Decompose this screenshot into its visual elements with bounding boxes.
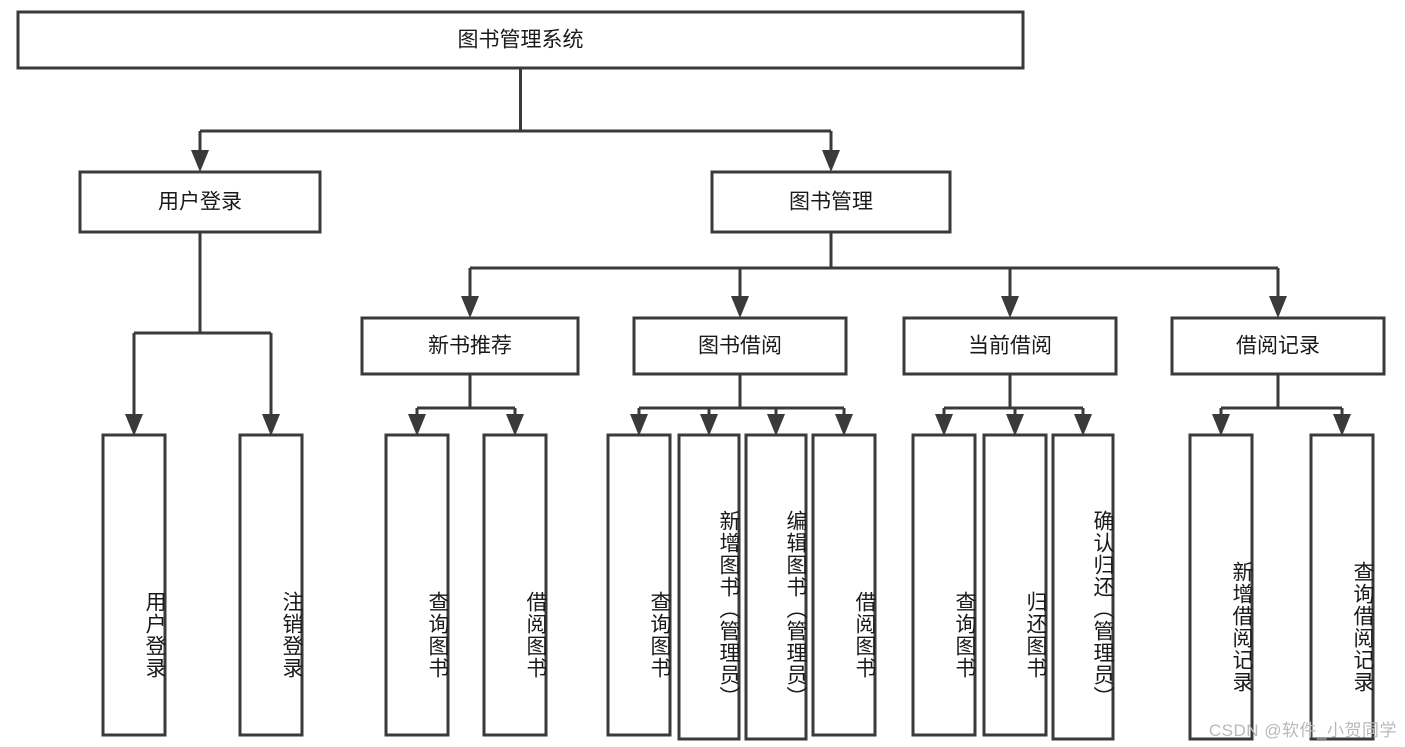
arrow-head-icon — [408, 414, 426, 436]
node-box-book-borrow[interactable] — [632, 316, 848, 376]
node-box-leaf-add-record[interactable] — [1188, 433, 1254, 741]
arrow-head-icon — [835, 414, 853, 436]
arrow-head-icon — [1074, 414, 1092, 436]
node-box-leaf-return-book[interactable] — [982, 433, 1048, 737]
node-label-current-borrow: 当前借阅 — [968, 335, 1052, 358]
node-box-leaf-query-book-2[interactable] — [606, 433, 672, 737]
arrow-head-icon — [700, 414, 718, 436]
arrow-head-icon — [1212, 414, 1230, 436]
arrow-head-icon — [935, 414, 953, 436]
node-box-book-manage[interactable] — [710, 170, 952, 234]
node-box-leaf-query-book-1[interactable] — [384, 433, 450, 737]
arrow-head-icon — [767, 414, 785, 436]
arrow-head-icon — [1269, 296, 1287, 318]
node-box-leaf-edit-book[interactable] — [744, 433, 808, 741]
node-box-current-borrow[interactable] — [902, 316, 1118, 376]
node-box-leaf-logout[interactable] — [238, 433, 304, 737]
node-label-borrow-record: 借阅记录 — [1236, 335, 1320, 358]
arrow-head-icon — [1001, 296, 1019, 318]
node-box-leaf-confirm-return[interactable] — [1051, 433, 1115, 741]
node-box-leaf-user-login[interactable] — [101, 433, 167, 737]
arrow-head-icon — [1006, 414, 1024, 436]
node-box-leaf-borrow-book-2[interactable] — [811, 433, 877, 737]
arrow-head-icon — [1333, 414, 1351, 436]
node-box-new-book-rec[interactable] — [360, 316, 580, 376]
node-box-leaf-query-record[interactable] — [1309, 433, 1375, 741]
node-box-leaf-query-book-3[interactable] — [911, 433, 977, 737]
node-label-new-book-rec: 新书推荐 — [428, 335, 512, 358]
node-label-user-login: 用户登录 — [158, 191, 242, 214]
node-box-root[interactable] — [16, 10, 1025, 70]
node-box-leaf-borrow-book-1[interactable] — [482, 433, 548, 737]
arrow-head-icon — [822, 150, 840, 172]
node-box-leaf-add-book[interactable] — [677, 433, 741, 741]
node-label-book-borrow: 图书借阅 — [698, 335, 782, 358]
node-label-book-manage: 图书管理 — [789, 191, 873, 214]
arrow-head-icon — [125, 414, 143, 436]
node-box-user-login[interactable] — [78, 170, 322, 234]
edges-layer — [125, 68, 1351, 436]
arrow-head-icon — [461, 296, 479, 318]
arrow-head-icon — [630, 414, 648, 436]
arrow-head-icon — [506, 414, 524, 436]
arrow-head-icon — [731, 296, 749, 318]
node-label-root: 图书管理系统 — [458, 29, 584, 52]
nodes-layer — [16, 10, 1386, 741]
node-box-borrow-record[interactable] — [1170, 316, 1386, 376]
arrow-head-icon — [191, 150, 209, 172]
arrow-head-icon — [262, 414, 280, 436]
watermark: CSDN @软件_小贺同学 — [1208, 721, 1397, 740]
